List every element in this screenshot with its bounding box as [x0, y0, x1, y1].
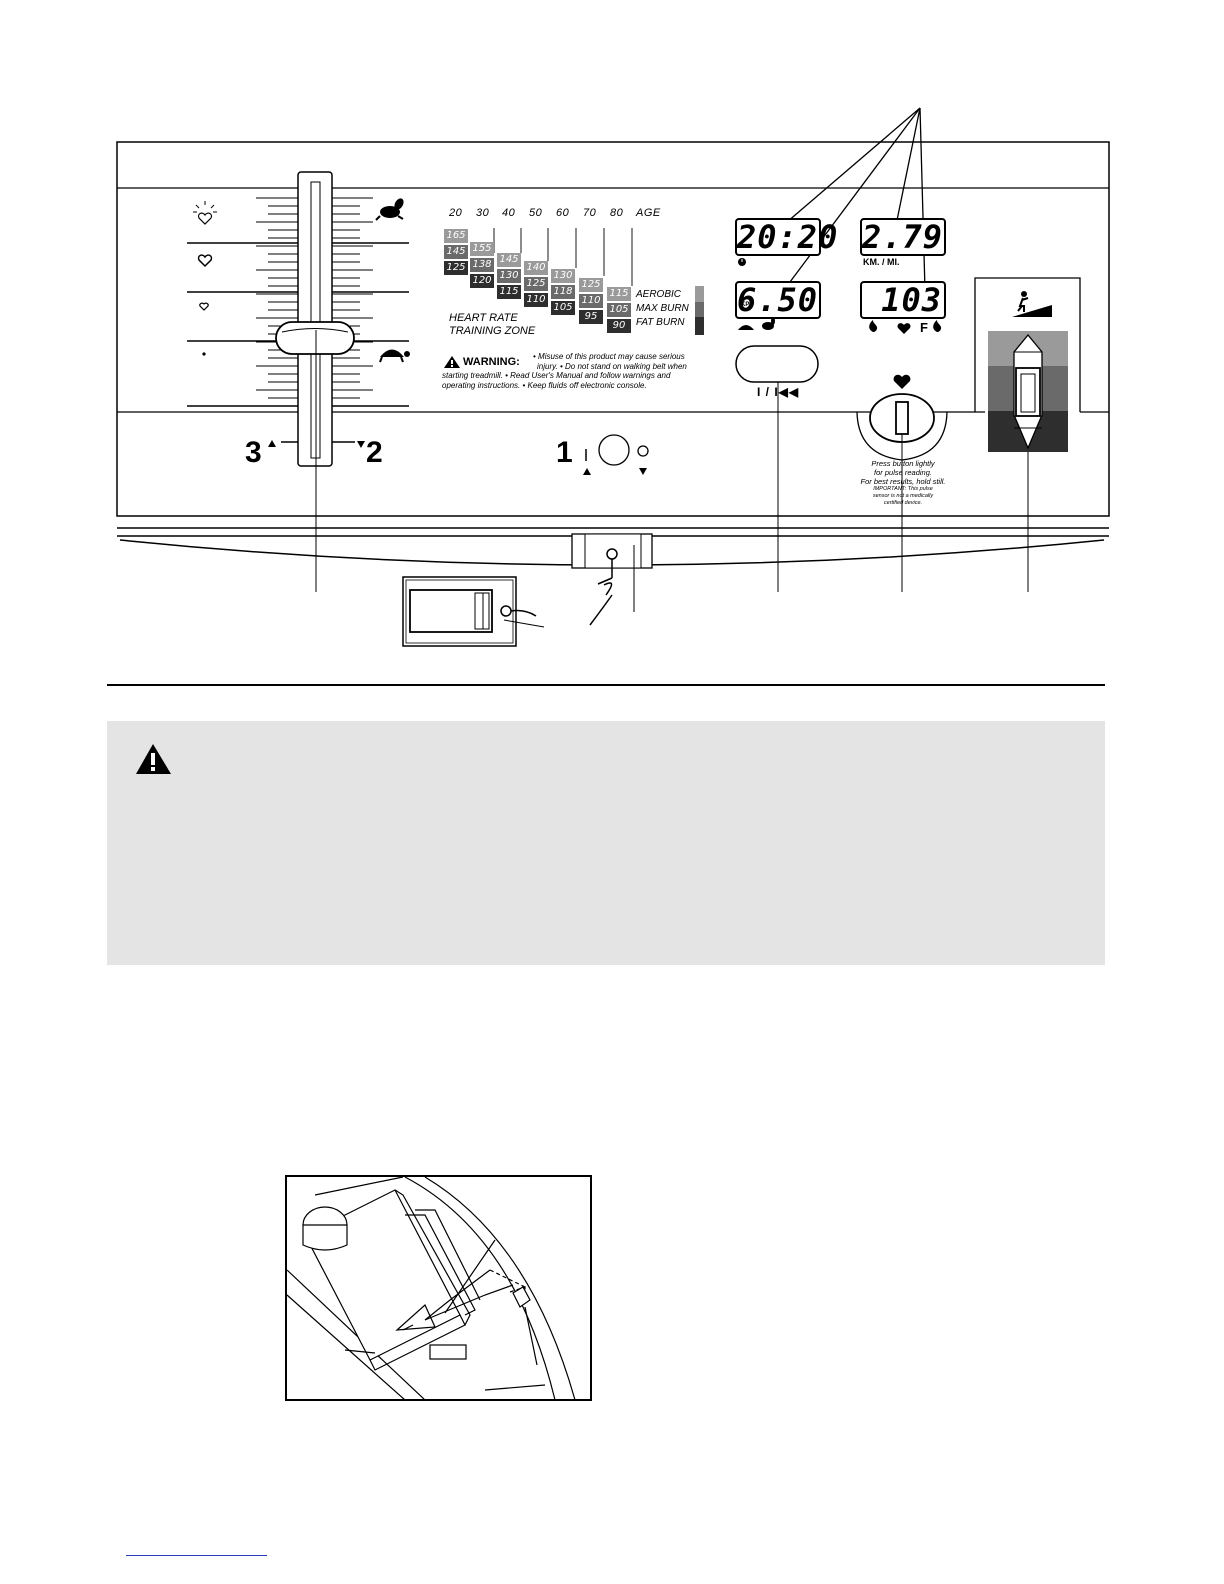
- console-diagram: 3 2: [107, 107, 1110, 686]
- console-warning-label: WARNING:: [463, 356, 520, 368]
- start-button-label: I / I◀◀: [757, 385, 800, 399]
- age-label: 80: [610, 207, 624, 219]
- heart-icon: [897, 323, 911, 334]
- zone-legend: AEROBIC MAX BURN FAT BURN: [636, 288, 689, 330]
- console-warning-text: • Misuse of this product may cause serio…: [533, 352, 687, 371]
- zone-cell-fat-burn: 120: [470, 274, 494, 288]
- footer-link-rule: [126, 1555, 267, 1556]
- warning-triangle-icon: [444, 356, 460, 368]
- key-slot[interactable]: [598, 434, 630, 466]
- zone-cell-fat-burn: 110: [524, 293, 548, 307]
- zone-cell-fat-burn: 90: [607, 319, 631, 333]
- legend-max-burn: MAX BURN: [636, 303, 689, 314]
- zone-cell-max-burn: 118: [551, 285, 575, 299]
- zone-cell-aerobic: 115: [607, 287, 631, 301]
- zone-title: HEART RATE TRAINING ZONE: [449, 312, 536, 337]
- zone-cell-aerobic: 125: [579, 278, 603, 292]
- zone-cell-fat-burn: 115: [497, 285, 521, 299]
- zone-cell-max-burn: 130: [497, 269, 521, 283]
- zone-cell-max-burn: 105: [607, 303, 631, 317]
- zone-cell-aerobic: 145: [497, 253, 521, 267]
- flame-icon: [933, 320, 942, 332]
- zone-cell-aerobic: 155: [470, 242, 494, 256]
- turtle-icon: [738, 325, 754, 330]
- motor-hood-illustration: [285, 1175, 592, 1401]
- age-label: 20: [449, 207, 463, 219]
- zone-cell-aerobic: 140: [524, 261, 548, 275]
- zone-cell-max-burn: 110: [579, 294, 603, 308]
- zone-cell-aerobic: 165: [444, 229, 468, 243]
- age-label: 50: [529, 207, 543, 219]
- svg-text:F: F: [920, 320, 928, 335]
- callout-2: 2: [366, 436, 383, 469]
- callout-3: 3: [245, 436, 262, 469]
- distance-unit-label: KM. / MI.: [863, 257, 900, 267]
- zone-cell-max-burn: 145: [444, 245, 468, 259]
- speed-display: 6.50: [735, 281, 821, 319]
- pulse-display: 103: [860, 281, 946, 319]
- zone-cell-max-burn: 138: [470, 258, 494, 272]
- rabbit-icon: [375, 198, 404, 221]
- zone-cell-fat-burn: 105: [551, 301, 575, 315]
- age-label: 70: [583, 207, 597, 219]
- speed-slider-handle[interactable]: [275, 321, 355, 355]
- zone-cell-fat-burn: 125: [444, 261, 468, 275]
- legend-aerobic: AEROBIC: [636, 289, 682, 300]
- pulse-instructions: Press button lightly for pulse reading. …: [860, 459, 946, 506]
- zone-cell-fat-burn: 95: [579, 310, 603, 324]
- zone-cell-aerobic: 130: [551, 269, 575, 283]
- age-label: 60: [556, 207, 570, 219]
- heart-icon: [197, 254, 213, 268]
- start-button[interactable]: [735, 345, 819, 383]
- age-label: 30: [476, 207, 490, 219]
- heart-icon: [893, 374, 911, 389]
- zone-cell-max-burn: 125: [524, 277, 548, 291]
- rabbit-icon: [762, 317, 775, 330]
- turtle-icon: [379, 349, 410, 363]
- callout-leaders: [779, 107, 926, 291]
- time-display: 20:20: [735, 218, 839, 256]
- flame-icon: [869, 320, 878, 332]
- incline-icon: [1012, 291, 1052, 317]
- age-axis-label: AGE: [636, 207, 661, 219]
- callout-1: 1: [556, 436, 573, 469]
- warning-triangle-icon: [136, 744, 171, 774]
- speed-unit-label: KPH: [741, 302, 754, 308]
- distance-display: 2.79: [860, 218, 946, 256]
- warning-panel: [107, 721, 1105, 965]
- age-label: 40: [502, 207, 516, 219]
- heart-icon: [199, 302, 209, 311]
- legend-fat-burn: FAT BURN: [636, 317, 685, 328]
- heart-icon: [193, 201, 217, 225]
- console-warning-text-2: starting treadmill. • Read User's Manual…: [442, 371, 671, 390]
